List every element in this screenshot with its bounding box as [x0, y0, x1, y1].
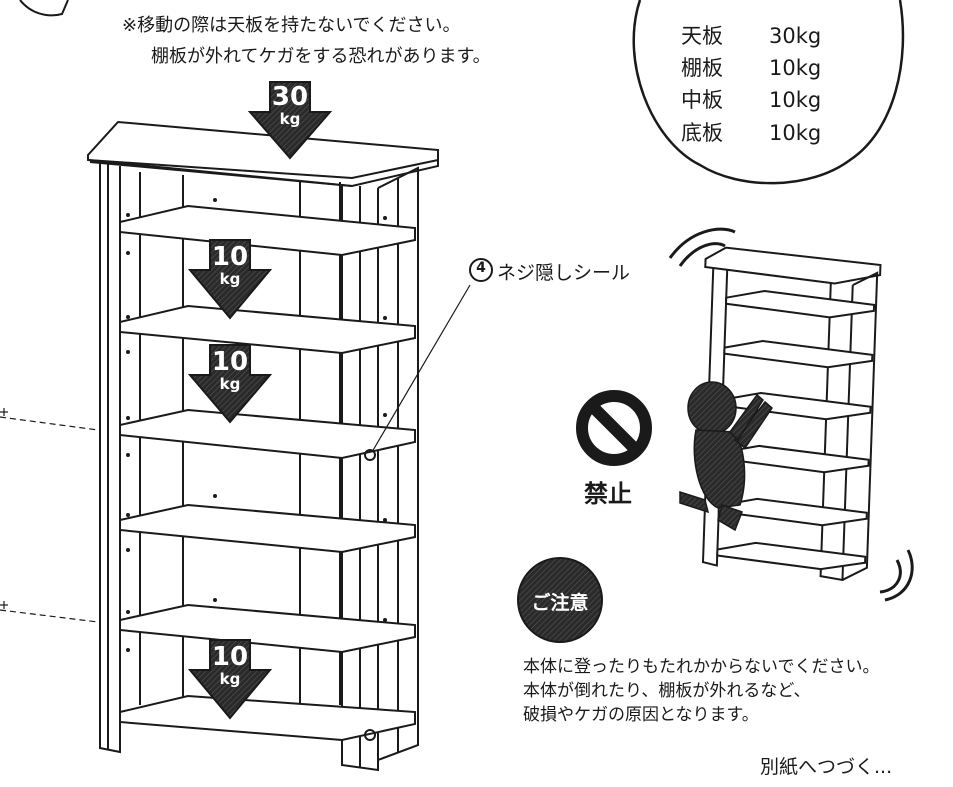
dashed-guides [0, 416, 99, 623]
load-row-shelf-board: 棚板 10kg [681, 52, 821, 82]
prohibited-icon [576, 390, 652, 466]
arrow-unit: kg [279, 110, 301, 128]
load-table-circle [632, 0, 905, 185]
callout-label: ネジ隠しシール [497, 262, 631, 284]
arrow-label-top: 30 kg [260, 84, 320, 128]
caution-line-1: 本体に登ったりもたれかからないでください。 [523, 657, 880, 677]
callout-number-circle [469, 258, 493, 282]
callout-leader [371, 284, 471, 453]
arrow-label-shelf-3: 10 kg [200, 644, 260, 688]
arrow-shelf-2 [187, 344, 273, 424]
arrow-shelf-1 [187, 239, 273, 320]
load-row-weight: 10kg [769, 121, 822, 145]
arrow-value: 10 [211, 347, 249, 377]
load-row-bottom-board: 底板 10kg [681, 117, 821, 147]
arrow-label-shelf-1: 10 kg [200, 244, 260, 288]
caution-badge-circle [517, 557, 603, 643]
arrow-shelf-3 [187, 639, 273, 720]
continued-label: 別紙へつづく... [760, 756, 893, 778]
corner-circle-fragment [19, 0, 69, 17]
caution-line-2: 本体が倒れたり、棚板が外れるなど、 [523, 681, 811, 701]
child-climbing-figure [679, 381, 773, 532]
load-row-name: 棚板 [681, 56, 723, 80]
main-bookshelf [87, 120, 439, 772]
shake-marks [668, 227, 914, 602]
load-row-weight: 10kg [769, 56, 822, 80]
arrow-value: 10 [211, 642, 249, 672]
top-note-line-1: ※移動の際は天板を持たないでください。 [122, 15, 461, 36]
load-row-middle-board: 中板 10kg [681, 84, 821, 114]
load-row-top-board: 天板 30kg [681, 20, 821, 50]
arrow-unit: kg [219, 270, 241, 288]
caution-badge-label: ご注意 [531, 592, 589, 614]
caution-line-3: 破損やケガの原因となります。 [523, 705, 759, 725]
arrow-value: 30 [271, 82, 309, 112]
arrow-top [247, 81, 333, 160]
load-row-weight: 30kg [769, 24, 822, 48]
callout-number: 4 [476, 260, 486, 276]
load-row-name: 中板 [681, 88, 723, 112]
load-row-name: 天板 [681, 24, 723, 48]
arrow-unit: kg [219, 375, 241, 393]
top-note-line-2: 棚板が外れてケガをする恐れがあります。 [151, 46, 491, 67]
load-row-weight: 10kg [769, 88, 822, 112]
weight-arrows [187, 81, 333, 720]
arrow-label-shelf-2: 10 kg [200, 349, 260, 393]
arrow-value: 10 [211, 242, 249, 272]
load-row-name: 底板 [681, 121, 723, 145]
arrow-unit: kg [219, 670, 241, 688]
prohibited-label: 禁止 [584, 480, 632, 508]
